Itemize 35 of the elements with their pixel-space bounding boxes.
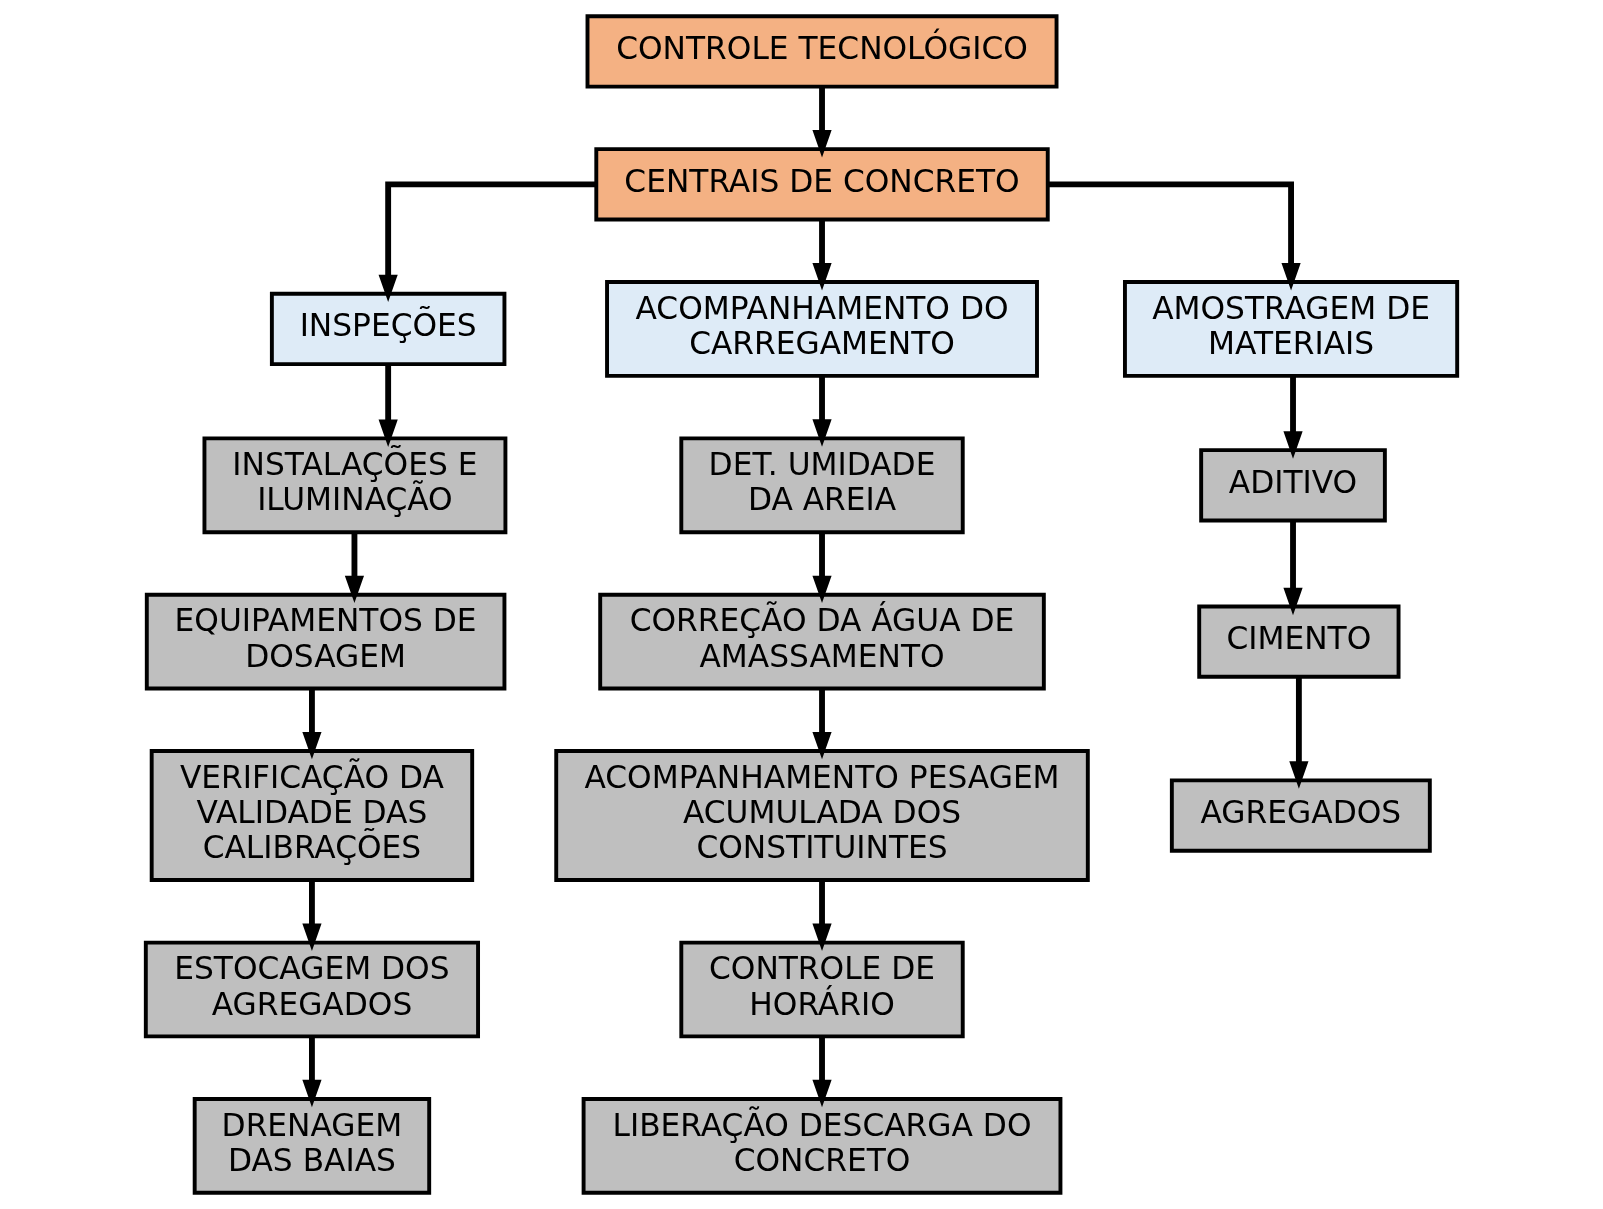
node-box: CIMENTO	[1197, 604, 1401, 679]
arrow	[344, 532, 365, 604]
node-box: CONTROLE DE HORÁRIO	[679, 940, 965, 1039]
node-box: AMOSTRAGEM DE MATERIAIS	[1123, 280, 1460, 378]
arrow	[812, 87, 832, 158]
arrow	[812, 532, 832, 604]
arrow	[1283, 520, 1303, 616]
node-box: ESTOCAGEM DOS AGREGADOS	[143, 940, 480, 1039]
node-box: INSTALAÇÕES E ILUMINAÇÃO	[202, 436, 508, 535]
arrow	[1048, 181, 1301, 291]
arrow	[812, 375, 832, 447]
node-box: INSPEÇÕES	[269, 291, 507, 367]
arrow	[812, 880, 832, 951]
node-box: DRENAGEM DAS BAIAS	[192, 1097, 432, 1195]
node-box: LIBERAÇÃO DESCARGA DO CONCRETO	[581, 1097, 1063, 1195]
arrow	[302, 689, 322, 760]
arrow	[812, 220, 832, 291]
arrow	[1289, 676, 1309, 789]
node-box: CONTROLE TECNOLÓGICO	[585, 14, 1059, 89]
node-box: ACOMPANHAMENTO DO CARREGAMENTO	[605, 280, 1039, 378]
node-box: ADITIVO	[1199, 448, 1387, 523]
node-box: AGREGADOS	[1169, 778, 1432, 853]
arrow	[812, 689, 832, 760]
node-box: CENTRAIS DE CONCRETO	[594, 147, 1050, 222]
arrow	[302, 1036, 322, 1108]
arrow	[812, 1036, 832, 1108]
arrow	[378, 364, 398, 447]
arrow	[378, 181, 597, 303]
node-box: VERIFICAÇÃO DA VALIDADE DAS CALIBRAÇÕES	[149, 749, 475, 882]
arrow	[302, 880, 322, 951]
node-box: DET. UMIDADE DA AREIA	[679, 436, 965, 535]
arrow	[1283, 375, 1303, 459]
node-box: EQUIPAMENTOS DE DOSAGEM	[144, 592, 507, 691]
node-box: ACOMPANHAMENTO PESAGEM ACUMULADA DOS CONSTITUINTES	[554, 749, 1090, 882]
node-box: CORREÇÃO DA ÁGUA DE AMASSAMENTO	[598, 592, 1046, 691]
